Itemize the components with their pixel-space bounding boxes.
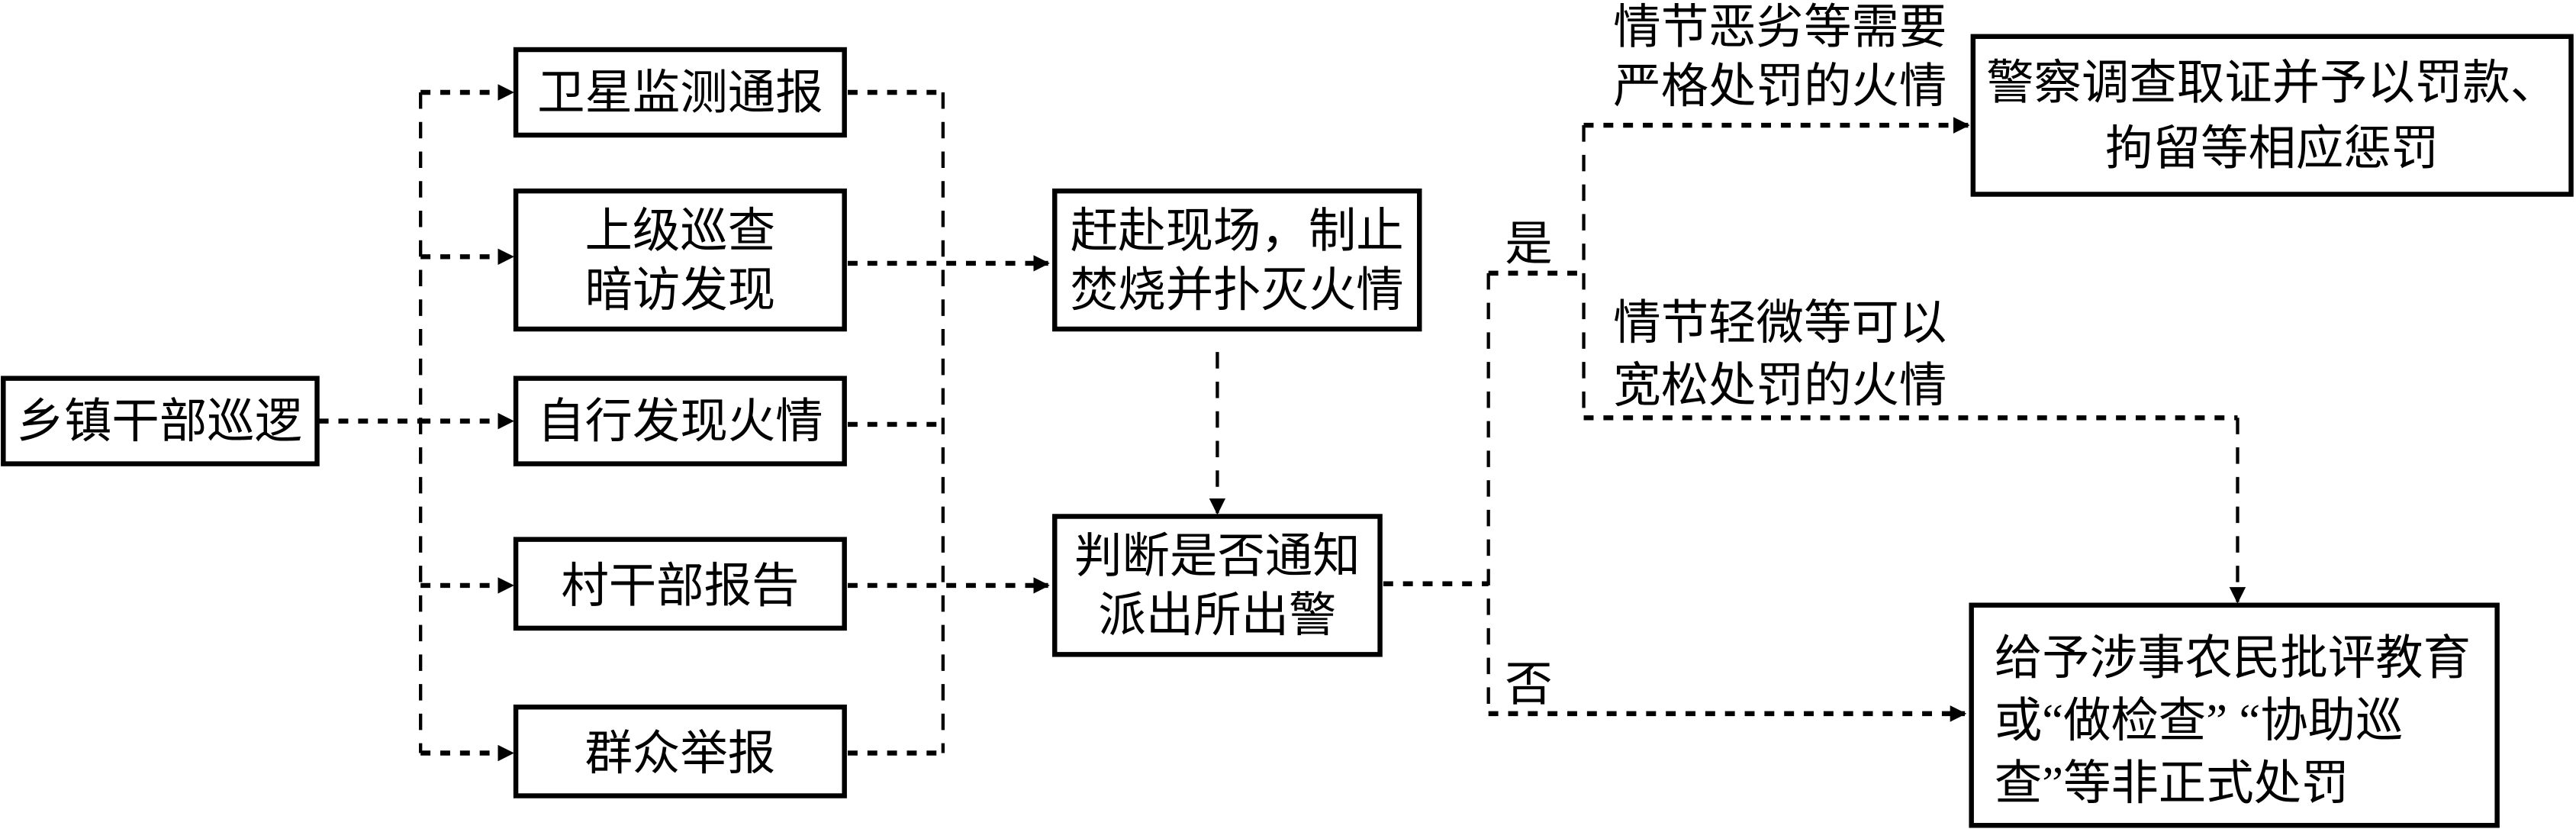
node-village-label: 村干部报告 — [561, 559, 799, 612]
node-inspection-line1: 上级巡查 — [585, 204, 776, 257]
node-education-line1: 给予涉事农民批评教育 — [1995, 631, 2471, 685]
node-self-found: 自行发现火情 — [513, 376, 847, 466]
node-police-line2: 拘留等相应惩罚 — [2105, 122, 2439, 176]
node-judge-line1: 判断是否通知 — [1074, 530, 1360, 583]
label-minor-line2: 宽松处罚的火情 — [1613, 359, 1946, 412]
label-no: 否 — [1505, 658, 1552, 711]
connectors — [318, 84, 2246, 762]
node-village: 村干部报告 — [513, 537, 847, 631]
node-judge: 判断是否通知 派出所出警 — [1052, 514, 1383, 657]
node-patrol: 乡镇干部巡逻 — [1, 376, 320, 466]
label-minor-line1: 情节轻微等可以 — [1613, 296, 1946, 350]
label-severe-line2: 严格处罚的火情 — [1613, 60, 1946, 113]
node-rush-line1: 赶赴现场，制止 — [1071, 204, 1404, 257]
node-education: 给予涉事农民批评教育 或“做检查” “协助巡 查”等非正式处罚 — [1969, 602, 2500, 828]
node-patrol-label: 乡镇干部巡逻 — [17, 395, 303, 448]
node-public: 群众举报 — [513, 705, 847, 798]
node-education-line3: 查”等非正式处罚 — [1995, 756, 2349, 810]
node-education-line2: 或“做检查” “协助巡 — [1995, 694, 2404, 747]
label-yes: 是 — [1505, 218, 1552, 271]
node-police: 警察调查取证并予以罚款、 拘留等相应惩罚 — [1970, 34, 2574, 197]
node-rush: 赶赴现场，制止 焚烧并扑灭火情 — [1052, 188, 1422, 332]
node-satellite: 卫星监测通报 — [513, 47, 847, 138]
node-public-label: 群众举报 — [585, 727, 776, 780]
node-satellite-label: 卫星监测通报 — [537, 66, 823, 120]
node-self-found-label: 自行发现火情 — [537, 395, 823, 448]
node-inspection-line2: 暗访发现 — [585, 263, 776, 317]
node-judge-line2: 派出所出警 — [1098, 589, 1336, 642]
node-rush-line2: 焚烧并扑灭火情 — [1071, 263, 1404, 317]
node-inspection: 上级巡查 暗访发现 — [513, 188, 847, 332]
node-police-line1: 警察调查取证并予以罚款、 — [1986, 56, 2558, 110]
label-severe-line1: 情节恶劣等需要 — [1613, 0, 1946, 53]
